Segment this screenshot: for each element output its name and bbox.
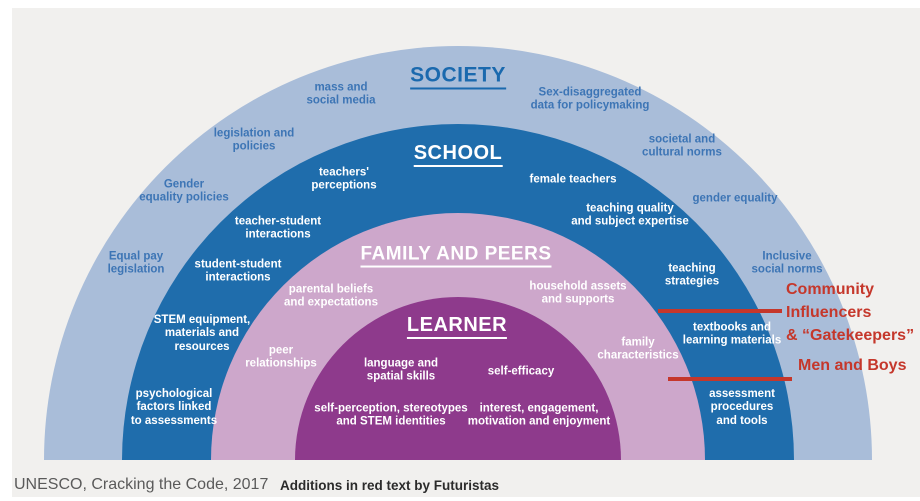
society-item: Equal pay legislation — [107, 250, 165, 276]
society-item: Sex-disaggregated data for policymaking — [530, 86, 650, 112]
family-item: household assets and supports — [529, 280, 627, 306]
school-item: teaching quality and subject expertise — [571, 202, 689, 228]
school-item: STEM equipment, materials and resources — [153, 314, 251, 353]
learner-item: language and spatial skills — [363, 357, 439, 383]
society-item: Inclusive social norms — [751, 250, 823, 276]
school-title: SCHOOL — [413, 143, 503, 167]
school-item: assessment procedures and tools — [709, 388, 775, 427]
learner-item: self-efficacy — [487, 365, 555, 378]
learner-title: LEARNER — [406, 315, 508, 339]
society-item: mass and social media — [306, 81, 376, 107]
school-item: textbooks and learning materials — [682, 321, 782, 347]
school-item: psychological factors linked to assessme… — [130, 388, 218, 427]
learner-item: interest, engagement, motivation and enj… — [467, 402, 611, 428]
annotation-line-community — [658, 309, 782, 313]
family-item: peer relationships — [245, 344, 317, 370]
society-item: societal and cultural norms — [642, 133, 722, 159]
additions-note: Additions in red text by Futuristas — [280, 478, 500, 493]
school-item: teacher-student interactions — [234, 215, 322, 241]
family-item: family characteristics — [597, 336, 679, 362]
society-item: Gender equality policies — [139, 178, 229, 204]
society-item: legislation and policies — [213, 127, 295, 153]
society-item: gender equality — [692, 192, 778, 205]
school-item: student-student interactions — [194, 258, 282, 284]
family-title: FAMILY AND PEERS — [360, 244, 552, 268]
school-item: female teachers — [529, 173, 617, 186]
concentric-rings — [44, 46, 872, 460]
annotation-line-men-and-boys — [668, 377, 792, 381]
school-item: teaching strategies — [664, 262, 720, 288]
source-citation: UNESCO, Cracking the Code, 2017 — [14, 476, 269, 493]
annotation-men-and-boys: Men and Boys — [798, 357, 907, 374]
family-item: parental beliefs and expectations — [284, 283, 378, 309]
school-item: teachers' perceptions — [311, 166, 377, 192]
learner-item: self-perception, stereotypes and STEM id… — [314, 402, 468, 428]
society-title: SOCIETY — [410, 64, 506, 90]
annotation-community-influencers: Community Influencers & “Gatekeepers” — [786, 281, 915, 344]
